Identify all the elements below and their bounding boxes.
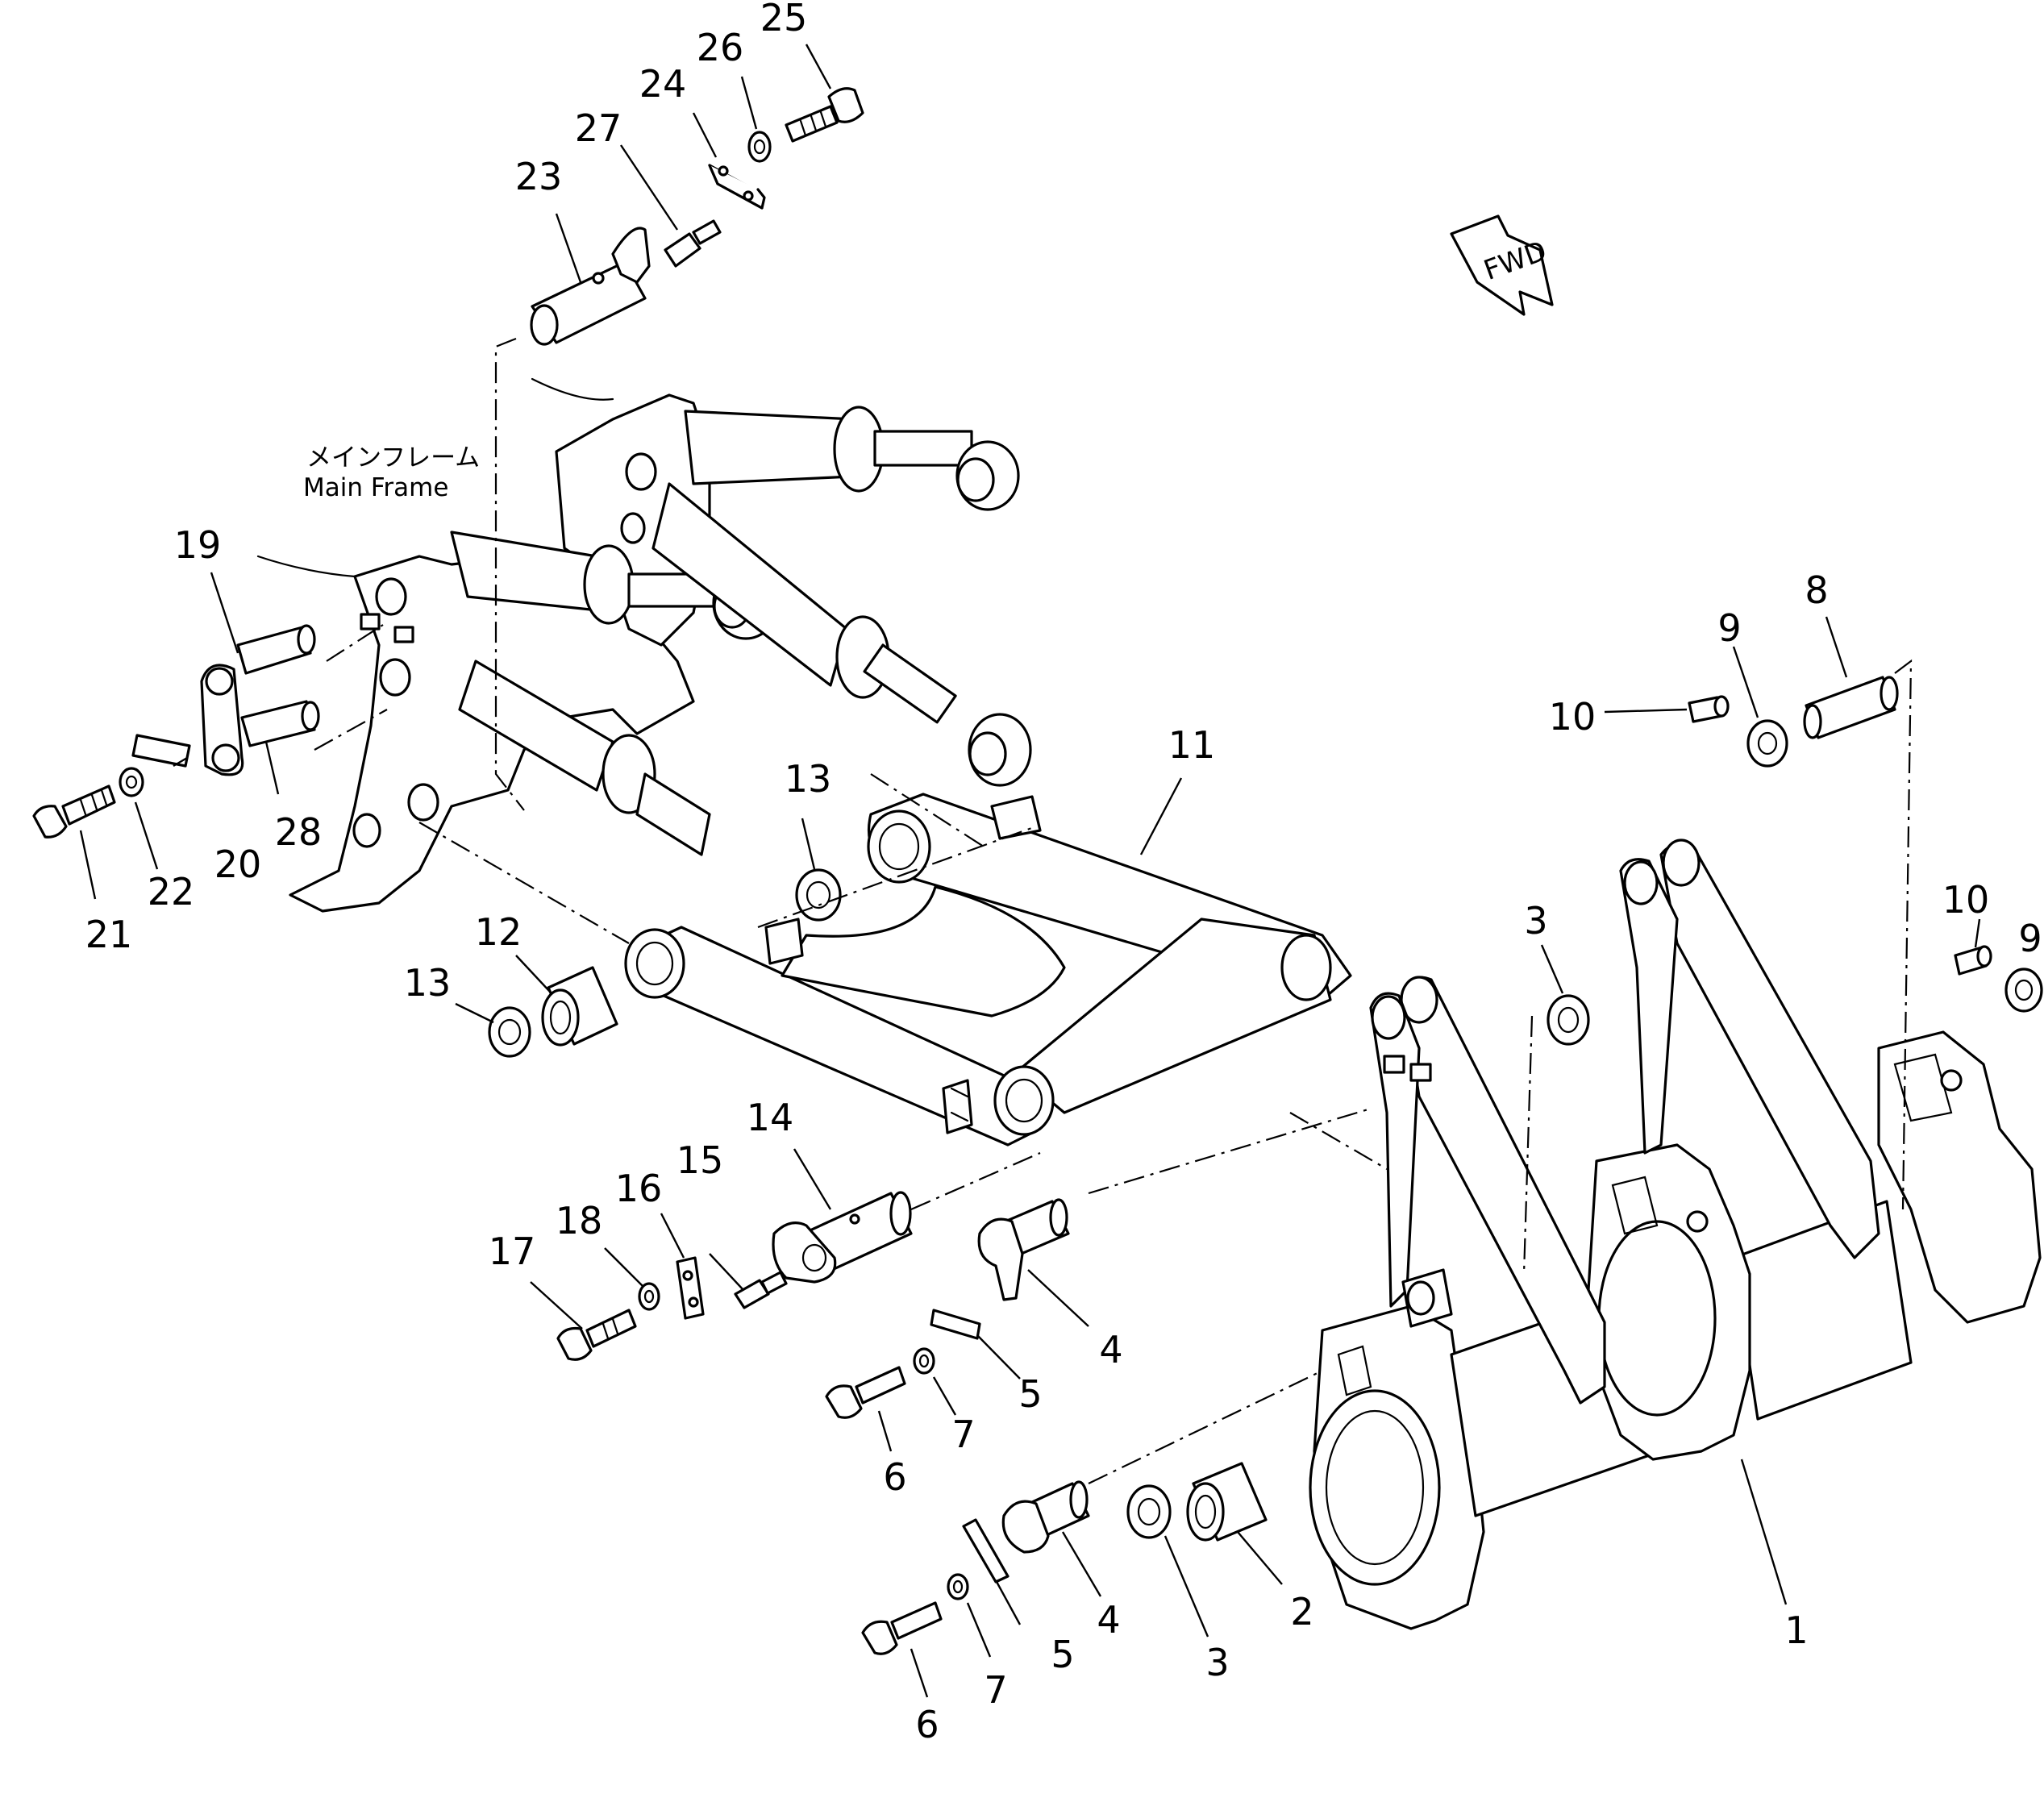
callout-26: 26 [697,26,744,69]
part-9-spacer-upper [1746,719,1788,768]
part-4-pin-upper [977,1198,1070,1301]
callout-25: 25 [760,0,808,40]
fwd-direction-arrow: FWD [1450,214,1554,316]
callout-3: 3 [1205,1641,1229,1684]
callout-22: 22 [148,870,195,913]
callout-27: 27 [575,106,622,150]
part-11-link-arm [624,793,1352,1147]
main-frame-label-english: Main Frame [303,473,448,502]
callout-3: 3 [1524,899,1547,943]
callout-4: 4 [1099,1328,1122,1371]
callout-7: 7 [984,1668,1007,1712]
part-19-link-plate [200,664,244,776]
callout-14: 14 [747,1096,794,1139]
part-6-bolt-lower [861,1601,943,1655]
callout-9: 9 [2018,917,2042,960]
callout-5: 5 [1051,1633,1074,1676]
part-8-pin [1803,676,1899,739]
callout-numbers: 1 2 3 3 4 4 5 5 6 6 7 7 8 9 9 10 10 11 1… [85,0,2042,1746]
part-26-washer [747,131,772,163]
callout-18: 18 [556,1199,603,1242]
part-22-washer [119,767,144,797]
part-10-bolt-upper [1688,695,1730,723]
part-28-pin [240,700,320,747]
callout-13: 13 [785,757,832,801]
part-1-bogie-assembly [1309,839,2042,1630]
callout-leader-lines [79,44,1981,1698]
part-12-bushing [541,966,618,1047]
part-7-washer-lower [947,1573,969,1600]
callout-16: 16 [615,1167,663,1210]
callout-12: 12 [475,910,522,954]
callout-10: 10 [1942,878,1990,922]
callout-1: 1 [1784,1608,1808,1652]
assembly-center-lines [314,337,1913,1484]
callout-13: 13 [404,961,452,1005]
callout-10: 10 [1549,695,1596,739]
part-4-pin-lower [1001,1480,1090,1554]
nut-icon [393,626,414,643]
callout-6: 6 [883,1455,906,1499]
callout-24: 24 [639,62,687,106]
part-25-bolt [785,87,864,143]
main-frame-label-japanese: メインフレーム [306,443,480,472]
part-5-lock-plate-upper [930,1309,981,1340]
part-27-grease-fitting [664,219,722,268]
part-10-bolt-lower [1954,945,1992,976]
main-frame-assembly [256,377,1032,913]
part-20-lock-plate [131,734,191,768]
callout-2: 2 [1290,1590,1313,1633]
callout-20: 20 [214,843,262,886]
callout-8: 8 [1805,568,1828,612]
part-7-washer-upper [913,1347,935,1375]
part-21-bolt [32,784,116,839]
nut-icon [360,613,381,630]
part-19-pin [236,624,316,675]
part-3-nut-upper [1547,994,1590,1046]
part-23-pin [530,227,651,346]
callout-5: 5 [1018,1372,1042,1416]
part-14-pin [772,1191,913,1284]
part-24-lock-plate [708,164,766,210]
part-15-grease-fitting [734,1271,788,1309]
callout-19: 19 [174,523,222,567]
part-18-washer [638,1282,660,1311]
callout-21: 21 [85,913,133,956]
part-5-lock-plate-lower [962,1518,1010,1584]
part-13-nut-upper [795,868,842,922]
callout-15: 15 [676,1138,724,1182]
callout-6: 6 [915,1703,939,1746]
part-16-lock-plate [676,1256,705,1320]
part-3-nut-lower [1126,1484,1172,1539]
part-9-spacer-lower [2004,968,2043,1013]
callout-7: 7 [951,1413,975,1456]
part-17-bolt [556,1309,637,1361]
callout-23: 23 [515,155,563,198]
main-frame-label: メインフレーム Main Frame [303,443,480,502]
part-6-bolt-upper [825,1366,906,1419]
callout-11: 11 [1168,723,1216,767]
part-13-nut-lower [488,1006,531,1058]
callout-28: 28 [275,810,323,854]
callout-4: 4 [1097,1598,1120,1642]
callout-9: 9 [1717,606,1741,650]
part-2-bushing [1186,1462,1268,1542]
callout-17: 17 [489,1230,536,1273]
